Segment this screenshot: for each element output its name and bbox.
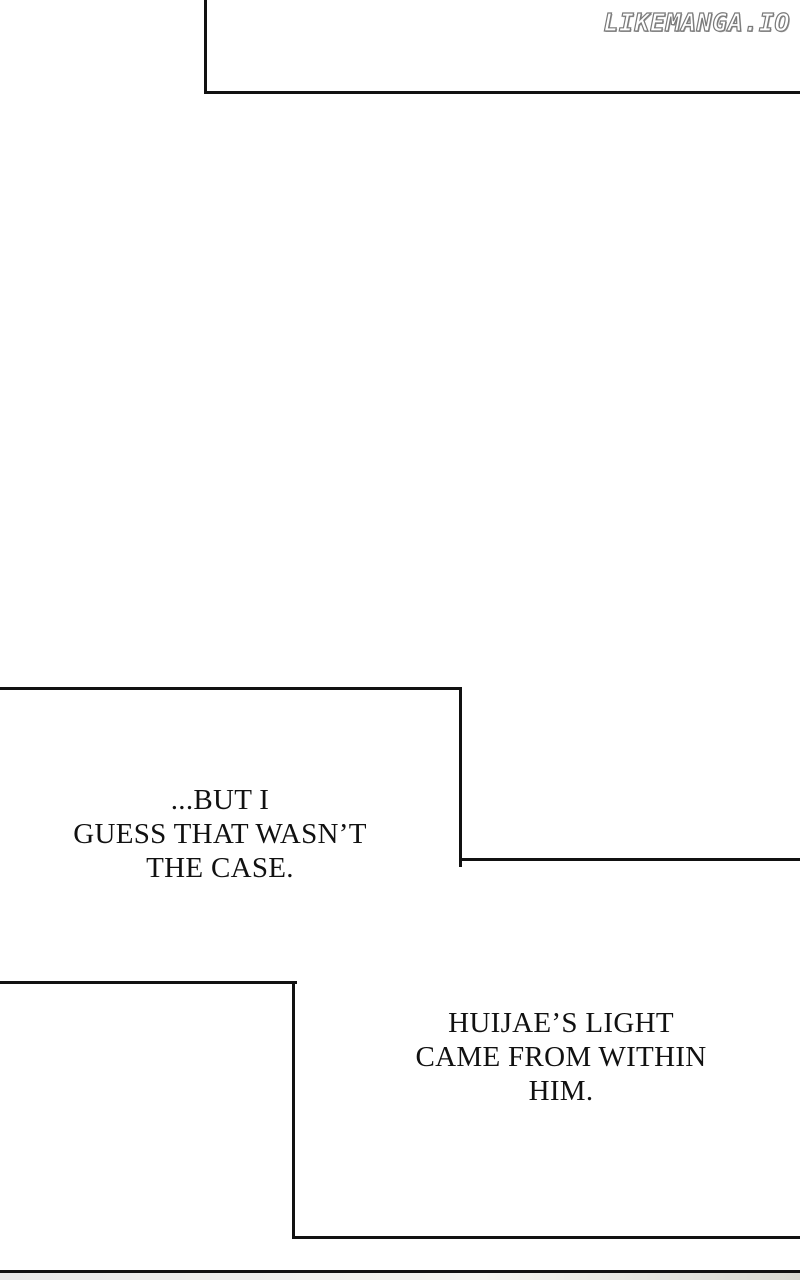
next-panel-edge (0, 1270, 800, 1280)
watermark-text: LIKEMANGA.IO (603, 7, 790, 37)
lower-panel-side-line (292, 981, 295, 1239)
middle-panel-step-line (459, 858, 800, 861)
lower-panel-top-line (0, 981, 297, 984)
caption-line: CAME FROM WITHIN (415, 1041, 707, 1073)
narration-caption-1: ...BUT I GUESS THAT WASN’T THE CASE. (40, 783, 400, 885)
caption-line: HUIJAE’S LIGHT (448, 1007, 674, 1039)
caption-line: ...BUT I (170, 784, 270, 816)
middle-panel-border (0, 687, 462, 867)
caption-line: THE CASE. (146, 852, 294, 884)
top-panel-border (204, 0, 800, 94)
caption-line: HIM. (528, 1075, 594, 1107)
caption-line: GUESS THAT WASN’T (73, 818, 367, 850)
narration-caption-2: HUIJAE’S LIGHT CAME FROM WITHIN HIM. (380, 1006, 742, 1108)
lower-panel-bottom-line (292, 1236, 800, 1239)
